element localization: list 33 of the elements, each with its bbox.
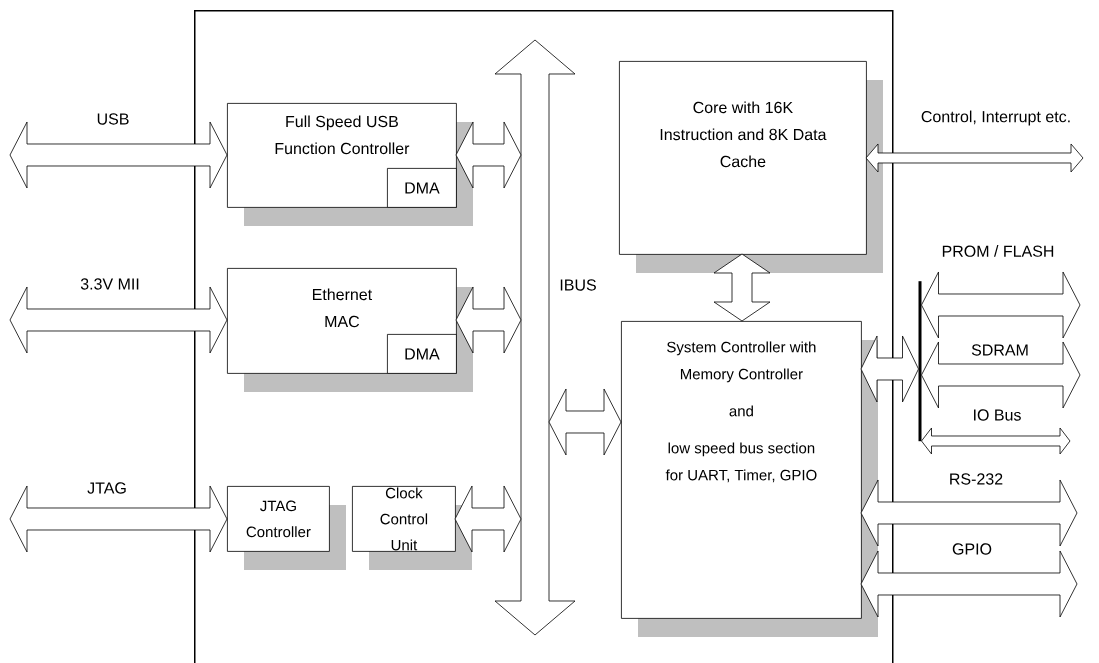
block-box: System Controller with Memory Controller and low speed bus section for UART, Timer, GPIO	[621, 321, 878, 637]
bus-arrow	[548, 388, 622, 456]
bus-arrow	[454, 485, 522, 553]
chip-boundary	[194, 10, 894, 663]
block-box: Clock Control Unit	[352, 486, 472, 570]
block-box: Core with 16K Instruction and 8K Data Cache	[619, 61, 883, 273]
bus-arrow	[860, 479, 1078, 547]
edge-label: JTAG	[87, 482, 126, 494]
edge-label: 3.3V MII	[80, 278, 139, 290]
bus-arrow	[9, 286, 228, 354]
edge-label: USB	[97, 113, 129, 125]
bus-arrow	[9, 121, 228, 189]
edge-label: SDRAM	[971, 344, 1028, 356]
bus-arrow	[9, 485, 228, 553]
bus-arrow	[921, 341, 1081, 409]
block-box: JTAG Controller	[227, 486, 346, 570]
bus-bar	[918, 281, 922, 442]
edge-label: GPIO	[952, 543, 992, 555]
bus-arrow	[860, 335, 919, 403]
edge-label: RS-232	[950, 473, 1003, 485]
bus-arrow	[860, 550, 1078, 618]
bus-arrow	[713, 253, 771, 322]
bus-arrow	[865, 143, 1084, 173]
bus-arrow	[921, 427, 1071, 455]
edge-label: IO Bus	[974, 409, 1021, 421]
dma-box: DMA	[387, 334, 457, 374]
node-label: Clock	[385, 487, 423, 499]
edge-label: Control, Interrupt etc.	[921, 110, 1070, 126]
bus-arrow	[455, 286, 522, 354]
edge-label: PROM / FLASH	[942, 245, 1054, 257]
dma-box: DMA	[387, 168, 457, 208]
bus-arrow	[455, 121, 522, 189]
bus-arrow	[921, 271, 1081, 339]
